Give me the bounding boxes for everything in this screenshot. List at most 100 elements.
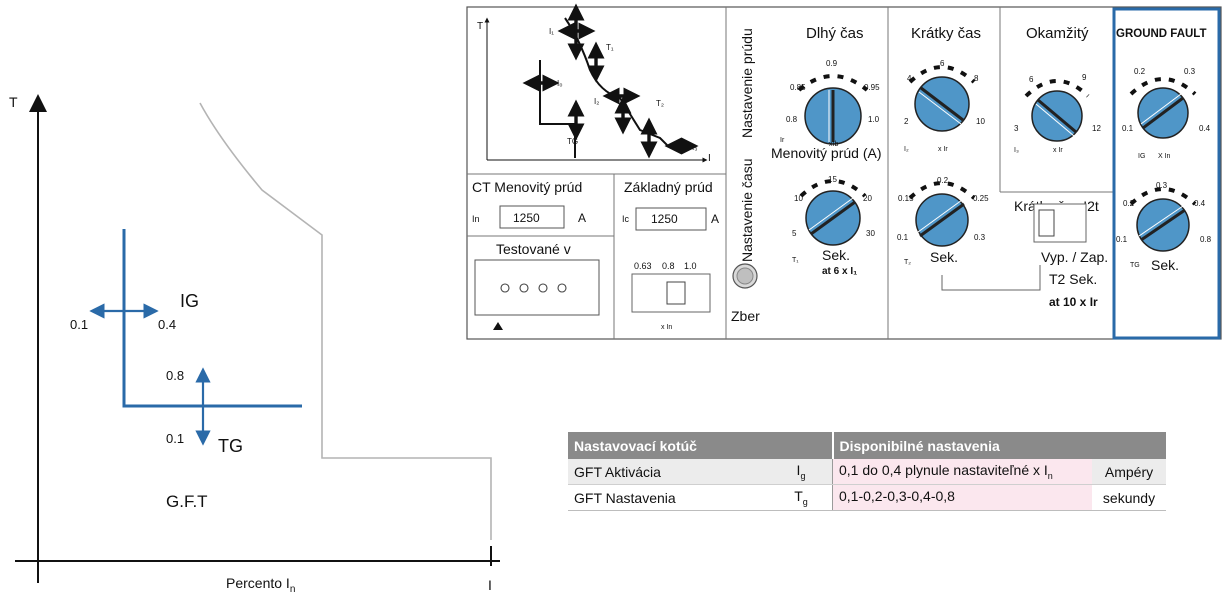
ground-fault-title: GROUND FAULT [1116,28,1207,40]
table-row: GFT Aktivácia Ig 0,1 do 0,4 plynule nast… [568,459,1166,485]
base-value-box [635,207,707,231]
ig-label: IG [180,291,199,311]
long-current-tick-10: 1.0 [868,115,880,124]
mini-t1: T₁ [606,43,614,52]
instant-unit: x Ir [1053,147,1063,154]
gf-current-tick-01: 0.1 [1122,124,1134,133]
base-switch-unit: x In [661,324,672,331]
mini-curve: T I I₁ T₁ I₀ I₂ T₂ TG I₃ [477,3,711,164]
long-time-title: Dlhý čas [806,25,864,42]
long-time-dial[interactable] [799,179,867,246]
gf-current-tick-03: 0.3 [1184,67,1196,76]
x-caption: Percento In [226,575,295,595]
long-time-tick-15: 15 [828,175,837,184]
settings-table: Nastavovací kotúč Disponibilné nastaveni… [568,432,1166,511]
table-header-dial: Nastavovací kotúč [568,432,833,459]
table-row: GFT Nastavenia Tg 0,1-0,2-0,3-0,4-0,8 se… [568,484,1166,511]
short-time-title: Krátky čas [911,25,981,42]
gft-curve-graph: T I IG 0.1 0.4 0.8 0.1 TG G.F.T Percento… [9,94,500,595]
instant-title: Okamžitý [1026,25,1089,42]
ground-fault-band [122,229,302,408]
base-switch-slider[interactable] [666,281,686,305]
tg-min: 0.1 [166,431,184,446]
gf-time-tick-03: 0.3 [1156,181,1168,190]
base-title: Základný prúd [624,179,713,195]
mini-i1: I₁ [549,27,554,36]
region-label: G.F.T [166,492,208,511]
gf-time-sym: TG [1130,262,1140,269]
mini-y-label: T [477,21,483,32]
long-time-tick-30: 30 [866,229,875,238]
long-time-tick-20: 20 [863,194,872,203]
long-current-dial[interactable] [797,74,869,145]
row-description: 0,1-0,2-0,3-0,4-0,8 [832,484,1092,511]
mini-tg: TG [567,137,578,146]
instant-dial[interactable] [1024,79,1090,142]
short-time-tick-02: 0.2 [937,176,949,185]
test-port-pins [500,283,567,293]
short-time-unit: Sek. [930,249,958,265]
gf-current-tick-02: 0.2 [1134,67,1146,76]
x-axis-label: I [488,577,492,593]
short-time-sym: T₂ [904,259,911,266]
instant-tick-3: 3 [1014,124,1019,133]
long-current-tick-085: 0.85 [790,83,806,92]
test-port-marker [493,322,503,330]
long-current-tick-08: 0.8 [786,115,798,124]
gf-current-sym: IG [1138,153,1145,160]
pickup-label: Zber [731,308,760,324]
ct-unit: A [578,211,586,225]
row-symbol: Tg [770,484,833,511]
row-description: 0,1 do 0,4 plynule nastaviteľné x In [832,459,1092,485]
i2t-switch-slider[interactable] [1038,209,1055,237]
base-value: 1250 [651,212,678,226]
short-current-tick-4: 4 [907,74,912,83]
short-current-tick-8: 8 [974,74,979,83]
mini-ig: I₀ [557,79,563,88]
short-time-dial[interactable] [908,181,976,247]
row-unit: Ampéry [1092,459,1166,485]
gf-current-dial[interactable] [1129,77,1197,139]
time-setting-label: Nastavenie času [739,158,755,262]
mini-gf-curve [539,60,576,158]
base-unit: A [711,212,719,226]
gf-current-tick-04: 0.4 [1199,124,1211,133]
ig-min: 0.1 [70,317,88,332]
panel-frame [466,6,1222,340]
mini-i3: I₃ [692,143,697,152]
row-unit: sekundy [1092,484,1166,511]
long-time-tick-10: 10 [794,194,803,203]
long-time-note: at 6 x I₁ [822,266,857,277]
long-current-tick-095: 0.95 [864,83,880,92]
ct-symbol: In [472,214,480,224]
short-current-dial[interactable] [908,65,976,132]
short-current-tick-6: 6 [940,59,945,68]
long-current-sym: Ir [780,137,785,144]
mini-x-label: I [708,153,711,164]
base-switch-label-1: 0.63 [634,261,652,271]
t2-note-2: at 10 x Ir [1049,295,1098,309]
gf-time-dial[interactable] [1129,187,1197,252]
gf-time-tick-08: 0.8 [1200,235,1212,244]
short-current-tick-10: 10 [976,117,985,126]
mini-t2: T₂ [656,99,664,108]
row-name: GFT Aktivácia [568,459,770,485]
short-current-tick-2: 2 [904,117,909,126]
pickup-indicator [732,263,758,289]
ct-value: 1250 [513,211,540,225]
y-axis-label: T [9,94,18,110]
instant-tick-6: 6 [1029,75,1034,84]
t2-bracket [941,265,1041,291]
table-header-settings: Disponibilné nastavenia [831,432,1166,459]
base-switch-label-3: 1.0 [684,261,697,271]
mini-i2: I₂ [594,97,599,106]
gf-time-tick-02: 0.2 [1123,199,1135,208]
tg-max: 0.8 [166,368,184,383]
gf-time-tick-04: 0.4 [1194,199,1206,208]
tg-label: TG [218,436,243,456]
base-symbol: Ic [622,214,630,224]
gf-time-unit: Sek. [1151,257,1179,273]
base-switch-label-2: 0.8 [662,261,675,271]
trip-unit-panel: T I I₁ T₁ I₀ I₂ T₂ TG I₃ CT [466,3,1222,340]
